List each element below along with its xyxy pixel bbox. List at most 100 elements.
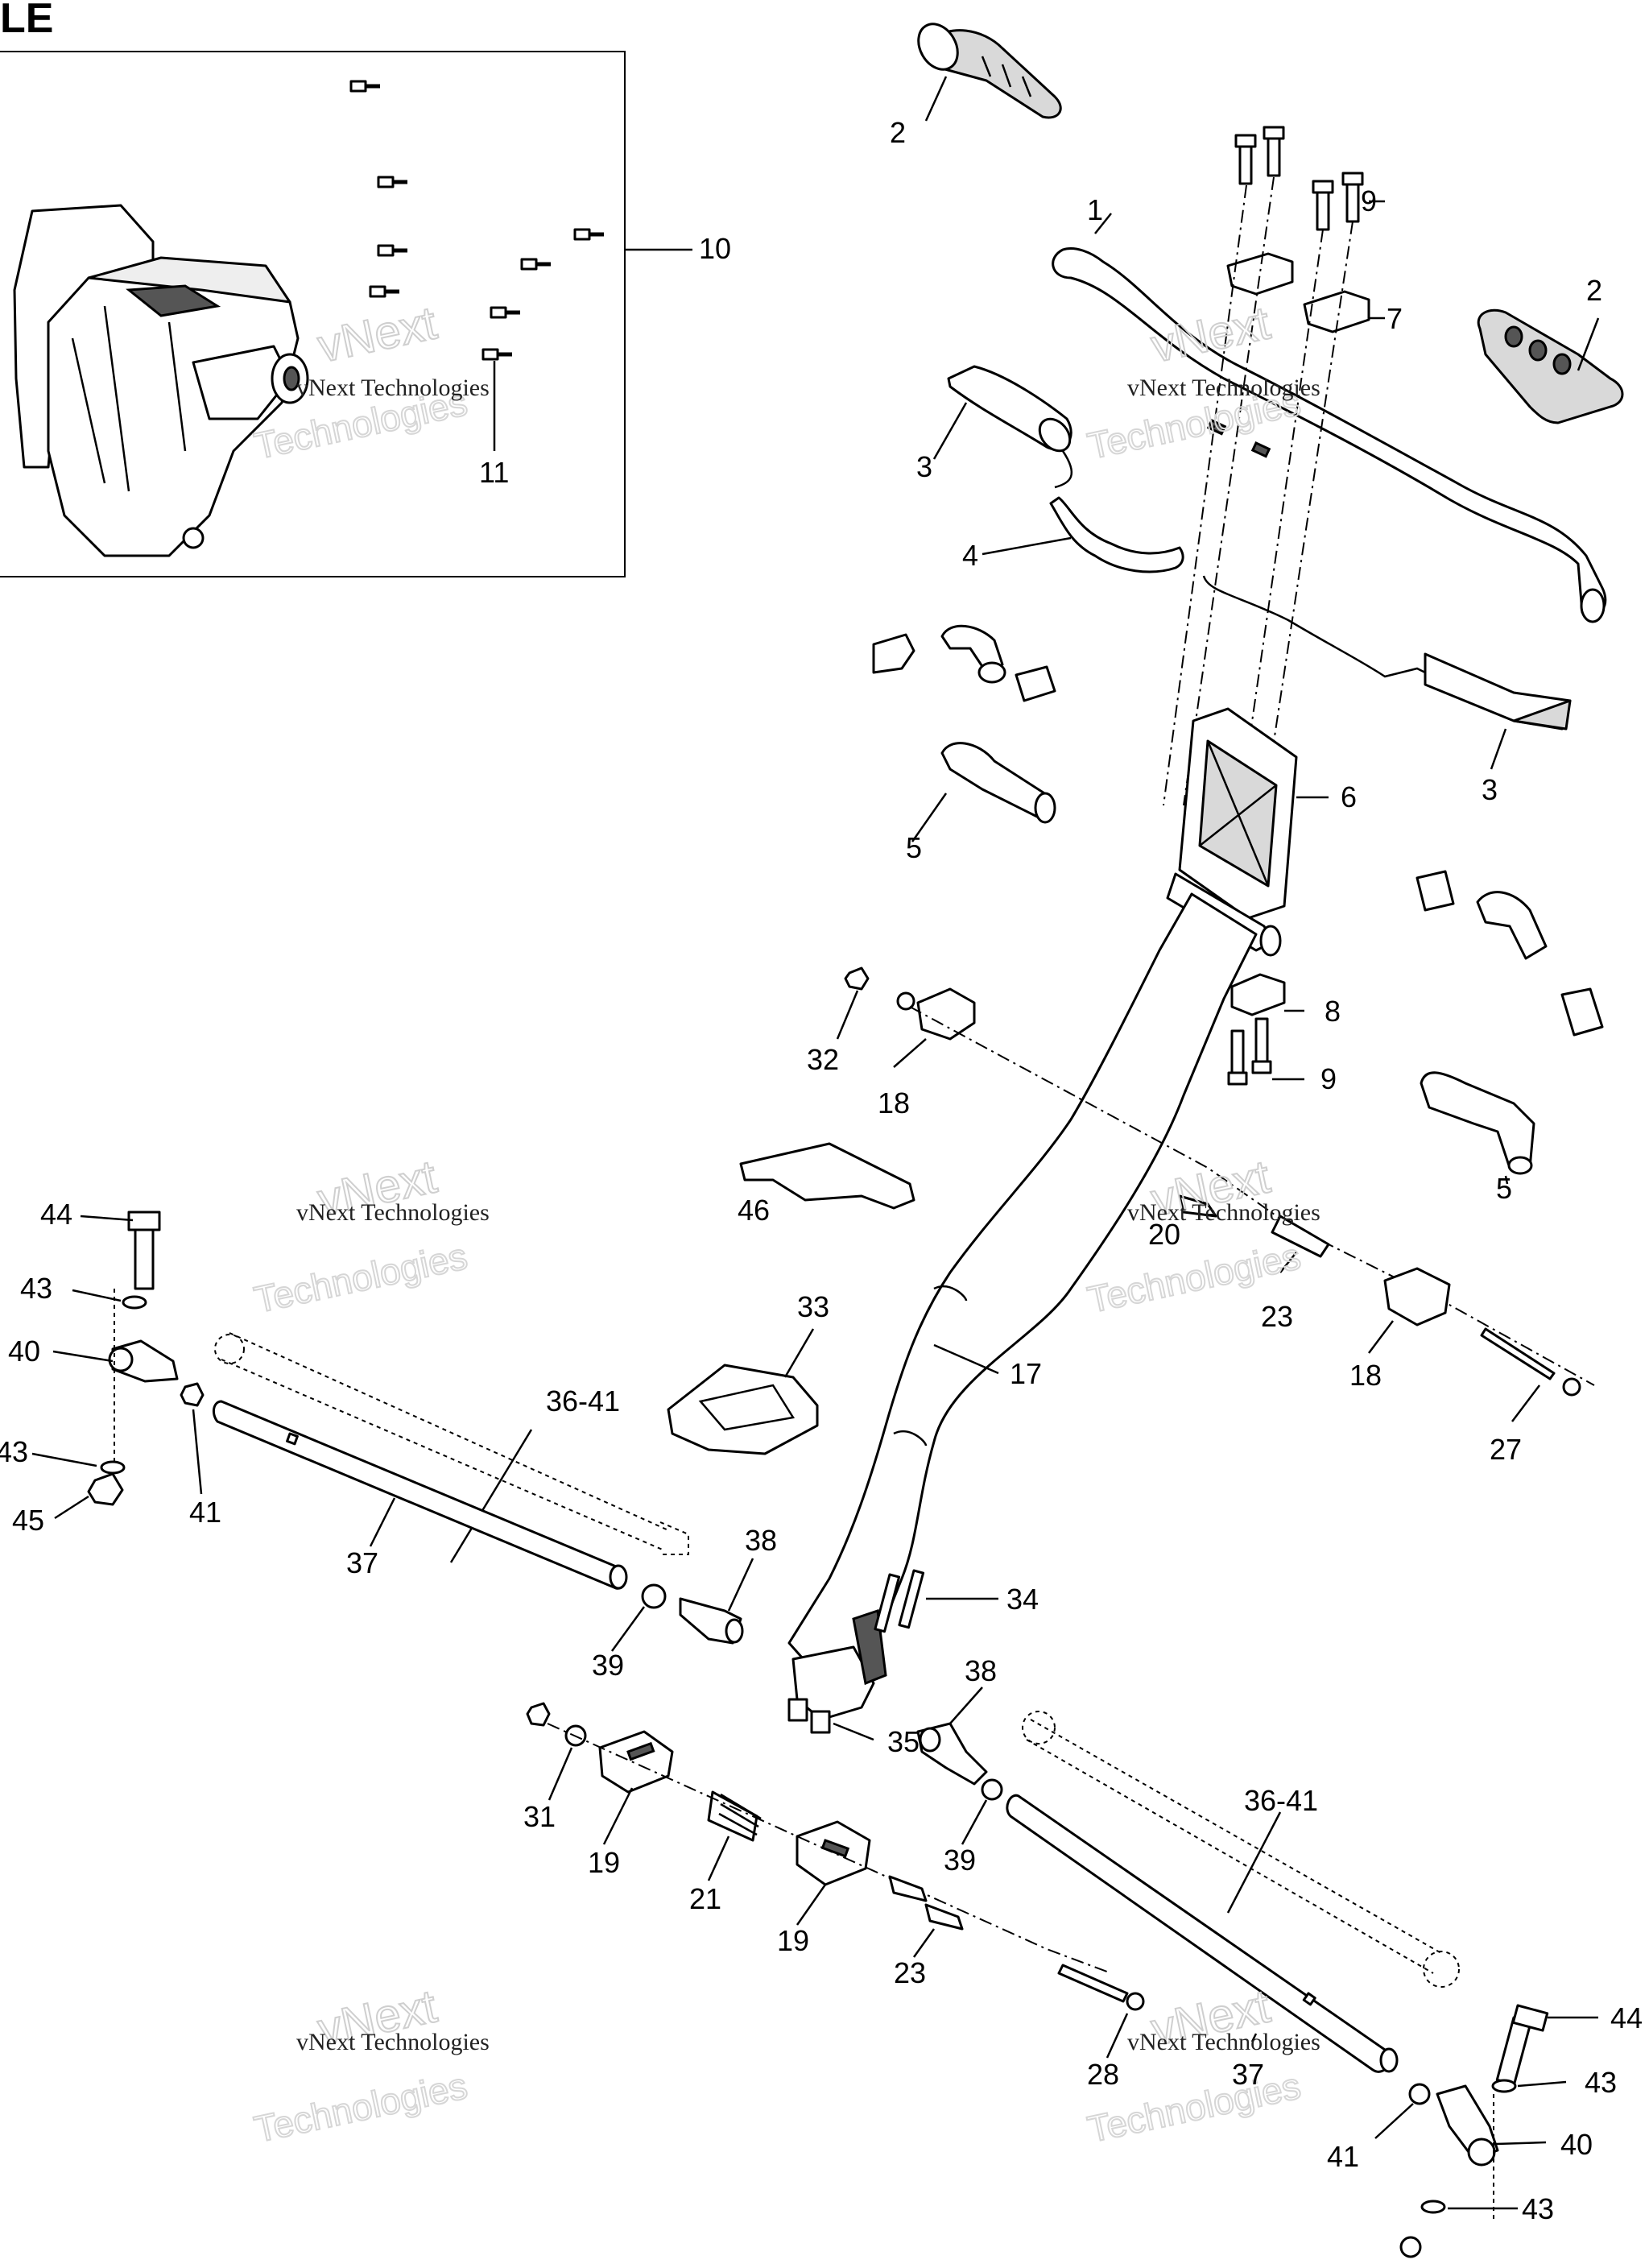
callout-9-top: 9 <box>1361 184 1377 217</box>
callout-35: 35 <box>887 1725 920 1758</box>
callout-34: 34 <box>1006 1583 1039 1616</box>
part-43-washer-right-top <box>1491 2079 1517 2093</box>
callout-19-left: 19 <box>588 1846 620 1879</box>
part-23-spring-lower <box>888 1875 964 1931</box>
part-41-nut-left <box>180 1382 205 1407</box>
part-40-tierod-end-right <box>1436 2084 1499 2167</box>
callout-2-right: 2 <box>1586 274 1602 307</box>
callout-27: 27 <box>1490 1433 1522 1466</box>
part-1-handlebar <box>1052 247 1607 623</box>
callout-7: 7 <box>1387 302 1403 335</box>
callout-43-left-top: 43 <box>20 1272 52 1305</box>
part-43-washer-right-bottom <box>1420 2200 1446 2214</box>
callout-39-left: 39 <box>592 1649 624 1682</box>
callout-43-right-bottom: 43 <box>1522 2192 1554 2225</box>
part-34-bolts <box>874 1569 925 1633</box>
callout-23-upper: 23 <box>1261 1300 1293 1333</box>
callout-5-right: 5 <box>1496 1172 1512 1205</box>
svg-text:Technologies: Technologies <box>250 2064 470 2150</box>
callout-36-41-left: 36-41 <box>546 1384 620 1418</box>
part-40-tierod-end-left <box>108 1339 179 1383</box>
callout-3-right: 3 <box>1482 773 1498 806</box>
callout-38-right: 38 <box>965 1654 997 1687</box>
diagram-title: LE <box>0 0 53 42</box>
part-19-clamp-left <box>598 1730 674 1794</box>
callout-1: 1 <box>1087 193 1103 226</box>
callout-9-lower: 9 <box>1320 1062 1337 1095</box>
svg-text:vNext: vNext <box>1147 296 1275 372</box>
callout-37-right: 37 <box>1232 2058 1264 2091</box>
svg-text:vNext Technologies: vNext Technologies <box>296 1199 490 1226</box>
part-44-bolt-left <box>127 1211 161 1290</box>
part-8-lower-clamp <box>1230 973 1286 1016</box>
part-44-bolt-right <box>1495 2004 1549 2086</box>
part-19-clamp-right <box>796 1820 871 1886</box>
callout-40-left: 40 <box>8 1335 40 1368</box>
part-9-bolts-lower <box>1227 1017 1272 1086</box>
part-3-heater-right <box>1202 575 1572 730</box>
part-21-spring <box>707 1790 762 1842</box>
callout-4: 4 <box>962 539 978 572</box>
callout-43-left-bottom: 43 <box>0 1435 28 1468</box>
callout-3-left: 3 <box>916 450 932 483</box>
callout-20: 20 <box>1148 1218 1180 1251</box>
callout-28: 28 <box>1087 2058 1119 2091</box>
callout-46: 46 <box>738 1194 770 1227</box>
part-35-bushings <box>787 1698 831 1734</box>
callout-37-left: 37 <box>346 1546 378 1579</box>
callout-18-right: 18 <box>1349 1359 1382 1392</box>
callout-36-41-right: 36-41 <box>1244 1784 1318 1817</box>
part-45-nut-left <box>87 1472 124 1506</box>
callout-19-right: 19 <box>777 1924 809 1957</box>
part-6-riser-block <box>1178 707 1298 920</box>
callout-labels: 2 1 9 10 2 7 3 11 4 3 6 5 8 32 9 18 5 46… <box>0 116 1643 2225</box>
part-10-handlebar-cover <box>13 204 309 557</box>
inset-screws <box>349 80 604 361</box>
callout-38-left: 38 <box>745 1524 777 1557</box>
part-39-nut-left <box>641 1583 667 1609</box>
callout-17: 17 <box>1010 1357 1042 1390</box>
callout-2-top: 2 <box>890 116 906 149</box>
callout-43-right-top: 43 <box>1585 2066 1617 2099</box>
part-20-pin <box>1178 1194 1217 1218</box>
part-31-nut <box>526 1702 551 1727</box>
callout-11: 11 <box>479 456 509 489</box>
watermark-5: vNext Technologies vNext Technologies <box>250 1979 490 2150</box>
part-32-nut <box>844 966 870 991</box>
callout-40-right: 40 <box>1560 2128 1593 2161</box>
part-2-grip-top <box>917 23 1062 119</box>
watermark-2: vNext Technologies vNext Technologies <box>1083 296 1320 467</box>
part-2-grip-right <box>1477 308 1624 424</box>
part-7-clamps <box>1226 252 1370 333</box>
part-4-wire <box>1049 496 1184 573</box>
svg-text:vNext Technologies: vNext Technologies <box>296 375 490 401</box>
part-37-tierod-right <box>1006 1794 1399 2073</box>
part-43-washer-left-bottom <box>100 1460 126 1475</box>
svg-text:vNext Technologies: vNext Technologies <box>1127 1199 1320 1226</box>
part-38-rod-end-right <box>916 1722 988 1786</box>
part-27-bolt <box>1480 1327 1581 1397</box>
svg-text:vNext Technologies: vNext Technologies <box>1127 375 1320 401</box>
callout-8: 8 <box>1325 995 1341 1028</box>
part-39-nut-right <box>981 1778 1003 1801</box>
svg-text:vNext Technologies: vNext Technologies <box>1127 2029 1320 2055</box>
callout-10: 10 <box>699 232 731 265</box>
callout-5-left: 5 <box>906 831 922 864</box>
callout-45: 45 <box>12 1504 44 1537</box>
part-43-washer-left-top <box>122 1295 147 1310</box>
part-36-41-tierod-right-outline <box>1022 1711 1460 1988</box>
part-18-clamp-right <box>1383 1267 1451 1326</box>
part-38-rod-end-left <box>679 1597 744 1645</box>
callout-31: 31 <box>523 1800 556 1833</box>
part-28-bolt <box>1057 1964 1145 2011</box>
svg-text:vNext Technologies: vNext Technologies <box>296 2029 490 2055</box>
callout-44-right: 44 <box>1610 2001 1643 2034</box>
callout-32: 32 <box>807 1043 839 1076</box>
callout-44-left: 44 <box>40 1198 72 1231</box>
part-33-cover <box>667 1364 819 1455</box>
watermark-3: vNext Technologies vNext Technologies <box>250 1149 490 1321</box>
callout-23-lower: 23 <box>894 1956 926 1989</box>
part-36-41-tierod-left-outline <box>214 1332 689 1555</box>
part-18-clamp-upper <box>896 987 976 1041</box>
